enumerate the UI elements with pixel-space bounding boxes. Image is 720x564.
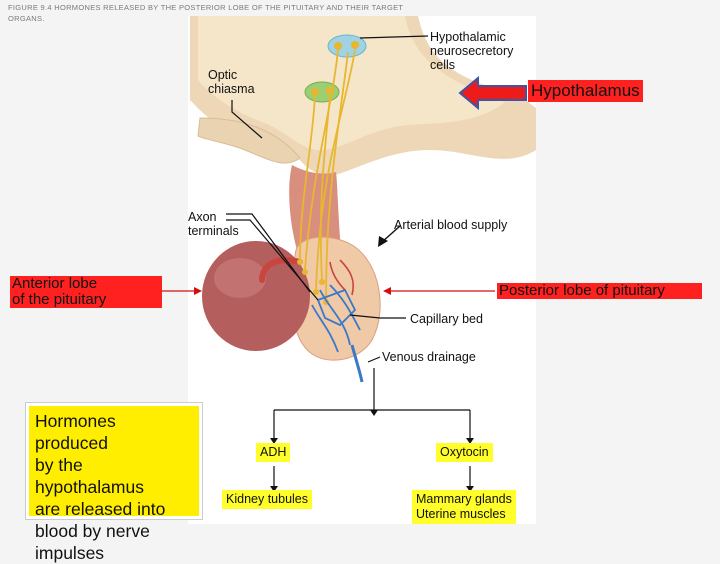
optic-chiasma [197,117,301,164]
capillary-red [329,259,355,296]
hypothalamus-arrow [458,75,527,111]
capillary-bed [311,284,361,353]
callout-posterior-lobe: Posterior lobe of pituitary [497,283,702,299]
pointer-axon-terminals-2 [226,219,319,301]
flow-mammary-uterine: Mammary glands Uterine muscles [412,490,516,524]
anterior-lobe-shape [202,241,310,351]
label-venous-drainage: Venous drainage [382,350,476,364]
pointer-capillary-bed [349,314,406,319]
pituitary-stalk [289,165,342,260]
hypothalamus-inner [198,16,505,150]
label-arterial-supply: Arterial blood supply [394,218,508,232]
label-hypothalamic-cells: Hypothalamic neurosecretory cells [430,30,514,72]
flow-adh: ADH [256,443,291,462]
hormone-note: Hormones produced by the hypothalamus ar… [26,403,202,563]
figure-title: FIGURE 9.4 HORMONES RELEASED BY THE POST… [8,3,404,23]
pointer-hypothalamic-cells [359,35,429,39]
label-optic-chiasma: Optic chiasma [208,68,255,96]
flow-oxytocin: Oxytocin [436,443,493,462]
label-axon-terminals: Axon terminals [188,210,239,238]
pointer-optic-chiasma [231,100,263,139]
callout-anterior-lobe: Anterior lobe of the pituitary [10,276,162,308]
vein [350,344,364,383]
pituitary-diagram [160,16,536,492]
pointer-arterial-supply [381,225,401,243]
artery [259,257,303,283]
flowchart-lines [273,368,471,488]
pointer-axon-terminals-1 [226,213,311,293]
label-capillary-bed: Capillary bed [410,312,483,326]
callout-hypothalamus: Hypothalamus [528,80,643,102]
pointer-venous-drainage [367,356,381,363]
axons [299,49,356,301]
flow-kidney-tubules: Kidney tubules [222,490,313,509]
